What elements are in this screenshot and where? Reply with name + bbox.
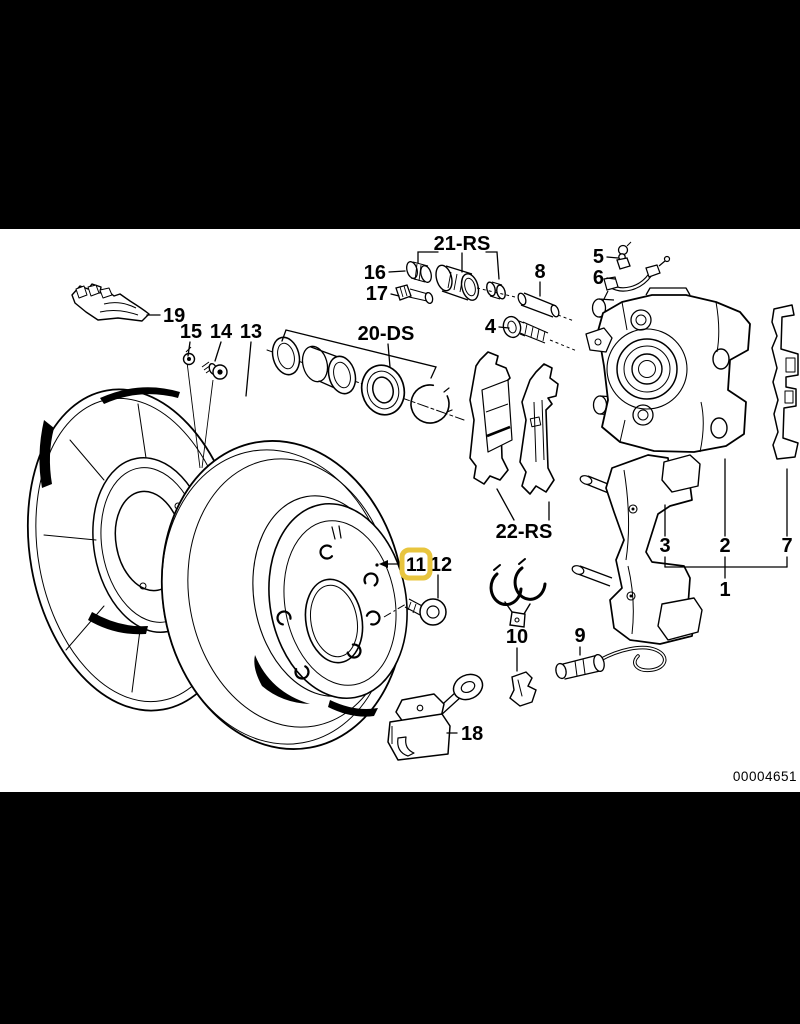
part-label-12: 12 xyxy=(430,554,452,576)
part-12-set-screw xyxy=(383,598,447,626)
part-label-22rs: 22-RS xyxy=(496,521,553,543)
part-labels: 19 15 14 13 16 17 21-RS 20-DS 8 4 5 6 22… xyxy=(163,233,793,745)
part-label-4: 4 xyxy=(485,316,497,338)
mounting-axis-lines xyxy=(186,361,214,469)
part-label-2: 2 xyxy=(719,535,730,557)
doc-number: 00004651 xyxy=(733,769,797,784)
kit-22rs-brake-pads xyxy=(469,351,559,495)
part-label-15: 15 xyxy=(180,321,202,343)
bottom-black-bar xyxy=(0,792,800,1024)
highlight-part-11[interactable]: 11 xyxy=(399,547,433,581)
part-8-guide-pin xyxy=(517,292,575,322)
part-label-18: 18 xyxy=(461,723,483,745)
part-18-cable-holder xyxy=(387,673,484,761)
part-label-1: 1 xyxy=(719,579,730,601)
part-label-9: 9 xyxy=(574,625,585,647)
part-9-wear-sensor xyxy=(555,645,667,680)
top-black-bar xyxy=(0,0,800,229)
part-13-splash-shield xyxy=(26,387,244,712)
part-label-6: 6 xyxy=(593,267,604,289)
part-14-screw xyxy=(201,361,228,380)
part-19-handbrake-expander xyxy=(71,283,150,322)
part-label-14: 14 xyxy=(210,321,233,343)
part-label-20ds: 20-DS xyxy=(358,323,415,345)
part-label-19: 19 xyxy=(163,305,185,327)
part-2-caliper-housing xyxy=(585,287,751,453)
part-label-11[interactable]: 11 xyxy=(406,555,427,576)
part-6-brake-hose xyxy=(602,255,671,302)
part-label-16: 16 xyxy=(364,262,386,284)
kit-20ds-seal-set xyxy=(266,336,465,424)
part-11-brake-disc xyxy=(160,440,408,750)
part-label-3: 3 xyxy=(659,535,670,557)
part-16-cap-plug xyxy=(406,261,432,283)
part-label-17: 17 xyxy=(366,283,388,305)
part-label-10: 10 xyxy=(506,626,528,648)
kit-21rs-guide-bush-set xyxy=(435,264,516,301)
part-label-13: 13 xyxy=(240,321,262,343)
part-5-bleed-valve xyxy=(616,241,632,270)
part-10-anti-rattle-clip xyxy=(489,558,547,707)
leader-lines xyxy=(146,251,788,734)
highlight-box[interactable] xyxy=(399,547,433,581)
part-label-8: 8 xyxy=(534,261,545,283)
part-label-7: 7 xyxy=(781,535,792,557)
part-7-retaining-spring xyxy=(771,304,799,460)
part-label-5: 5 xyxy=(593,246,604,268)
part-label-21rs: 21-RS xyxy=(434,233,491,255)
part-3-caliper-carrier xyxy=(571,454,703,645)
part-4-bolt xyxy=(502,315,578,352)
